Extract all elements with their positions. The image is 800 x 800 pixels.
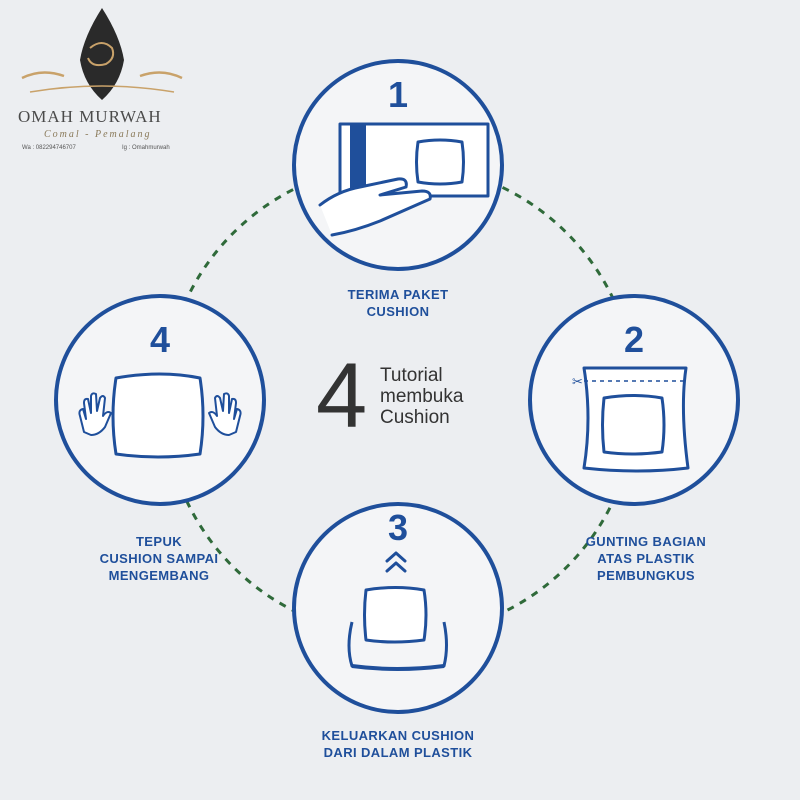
step-label-line: ATAS PLASTIK bbox=[597, 551, 695, 566]
step-label-line: TEPUK bbox=[135, 534, 183, 549]
center-title-line: Cushion bbox=[380, 407, 450, 428]
center-title: Tutorial membuka Cushion bbox=[380, 365, 463, 428]
step-2-label: GUNTING BAGIAN ATAS PLASTIK PEMBUNGKUS bbox=[566, 533, 726, 584]
center-title-line: membuka bbox=[380, 386, 464, 407]
step-label-line: DARI DALAM PLASTIK bbox=[323, 745, 473, 760]
chevrons-up-icon bbox=[385, 551, 407, 573]
center-title-line: Tutorial bbox=[380, 365, 443, 386]
step-label-line: CUSHION bbox=[366, 304, 430, 319]
step-label-line: GUNTING BAGIAN bbox=[585, 534, 707, 549]
step-label-line: PEMBUNGKUS bbox=[597, 568, 695, 583]
hand-package-icon bbox=[318, 122, 490, 237]
brand-city: Comal - Pemalang bbox=[44, 129, 152, 140]
step-3-number: 3 bbox=[388, 507, 408, 548]
step-1-number: 1 bbox=[388, 74, 408, 115]
step-1-node: 1 bbox=[292, 59, 504, 271]
step-label-line: MENGEMBANG bbox=[108, 568, 210, 583]
step-label-line: CUSHION SAMPAI bbox=[99, 551, 219, 566]
brand-instagram: Ig : Omahmurwah bbox=[122, 145, 170, 151]
step-4-number: 4 bbox=[150, 319, 170, 360]
plastic-bag-icon bbox=[582, 366, 690, 473]
brand-logo bbox=[21, 8, 183, 100]
step-4-node: 4 bbox=[54, 294, 266, 506]
step-3-node: 3 bbox=[292, 502, 504, 714]
scissors-icon: ✂ bbox=[572, 375, 583, 390]
step-2-number: 2 bbox=[624, 319, 644, 360]
step-label-line: TERIMA PAKET bbox=[347, 287, 449, 302]
step-label-line: KELUARKAN CUSHION bbox=[321, 728, 475, 743]
brand-whatsapp: Wa : 082294746707 bbox=[22, 145, 76, 151]
center-number: 4 bbox=[316, 345, 368, 447]
open-bag-cushion-icon bbox=[347, 586, 448, 671]
step-1-label: TERIMA PAKET CUSHION bbox=[298, 286, 498, 320]
gloves-icon bbox=[78, 392, 242, 436]
fluffy-cushion-icon bbox=[111, 372, 205, 459]
step-3-label: KELUARKAN CUSHION DARI DALAM PLASTIK bbox=[288, 727, 508, 761]
step-4-label: TEPUK CUSHION SAMPAI MENGEMBANG bbox=[84, 533, 234, 584]
brand-name: OMAH MURWAH bbox=[18, 107, 162, 126]
step-2-node: 2 ✂ bbox=[528, 294, 740, 506]
